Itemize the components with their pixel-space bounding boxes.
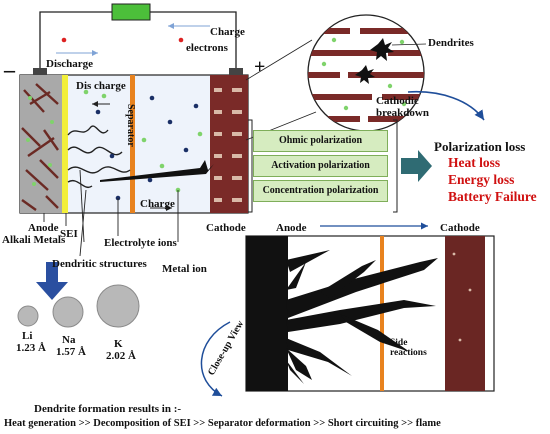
sei-layer xyxy=(62,75,68,213)
na-symbol: Na xyxy=(62,334,76,346)
penetrating-dendrite xyxy=(100,160,214,182)
zoom-dendrite-1 xyxy=(370,38,394,61)
anode-block xyxy=(20,75,62,213)
na-radius: 1.57 Å xyxy=(56,346,86,358)
electrolyte-ions-label: Electrolyte ions xyxy=(104,237,177,249)
heat-loss-label: Heat loss xyxy=(448,155,501,170)
metal-ion-label: Metal ion xyxy=(162,263,207,275)
zoom-dendrite-2 xyxy=(355,65,375,84)
separator-bar xyxy=(130,75,135,213)
charge-label: Charge xyxy=(210,26,245,38)
k-radius: 2.02 Å xyxy=(106,350,136,362)
cathode-block xyxy=(210,75,248,213)
dendritic-structures-label: Dendritic structures xyxy=(52,258,147,270)
alkali-metals-label: Alkali Metals xyxy=(2,234,66,246)
anode-texture xyxy=(21,83,59,211)
sei-label: SEI xyxy=(60,228,78,240)
closeup-anode-label: Anode xyxy=(276,222,307,234)
cathode-label: Cathode xyxy=(206,222,246,234)
electrons-label: electrons xyxy=(186,42,228,54)
closeup-view xyxy=(200,235,495,397)
battery-cell xyxy=(19,68,249,214)
ion-spheres xyxy=(17,284,140,328)
energy-loss-label: Energy loss xyxy=(448,172,515,187)
minus-terminal-label: – xyxy=(4,57,15,82)
load-resistor-icon xyxy=(111,3,151,21)
external-circuit xyxy=(39,3,237,75)
electron-dot-right xyxy=(178,37,184,43)
li-radius: 1.23 Å xyxy=(16,342,46,354)
electron-dot-left xyxy=(61,37,67,43)
dis-charge-label: Dis charge xyxy=(76,80,126,92)
ohmic-polarization-box: Ohmic polarization xyxy=(253,130,388,152)
cathode-texture xyxy=(214,88,242,202)
li-symbol: Li xyxy=(22,330,33,342)
electrolyte-ions xyxy=(83,89,203,201)
polarization-loss-title: Polarization loss xyxy=(434,139,526,154)
footer-line-2: Heat generation >> Decomposition of SEI … xyxy=(4,418,441,429)
concentration-polarization-box: Concentration polarization xyxy=(253,180,388,202)
plus-terminal-label: + xyxy=(254,56,266,78)
down-arrow-icon xyxy=(36,262,68,300)
discharge-label: Discharge xyxy=(46,58,94,70)
footer-line-1: Dendrite formation results in :- xyxy=(34,403,182,415)
polarization-arrow xyxy=(401,150,432,182)
closeup-cathode-label: Cathode xyxy=(440,222,480,234)
battery-failure-label: Battery Failure xyxy=(448,189,537,204)
cathodic-breakdown-label: Cathodic breakdown xyxy=(376,95,429,120)
anode-label: Anode xyxy=(28,222,59,234)
separator-label: Separator xyxy=(125,104,136,147)
charge-inner-label: Charge xyxy=(140,198,175,210)
side-reactions-label: Side reactions xyxy=(390,338,427,359)
zoom-circle xyxy=(245,14,485,141)
activation-polarization-box: Activation polarization xyxy=(253,155,388,177)
k-symbol: K xyxy=(114,338,123,350)
dendrites-label: Dendrites xyxy=(428,37,474,49)
dendrite-growth xyxy=(67,125,131,189)
